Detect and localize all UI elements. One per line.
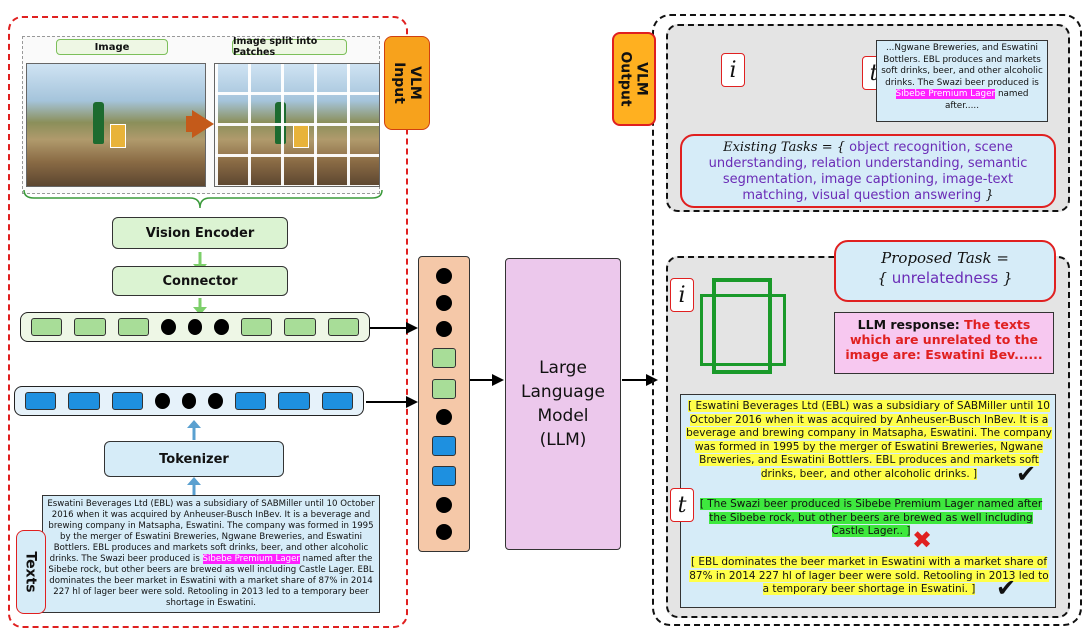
vlm-input-tag: VLM Input	[384, 36, 430, 130]
text-token	[321, 392, 353, 410]
patch-selection-box-2	[700, 294, 786, 366]
image-token	[117, 318, 149, 336]
patches-label: Image split into Patches	[232, 36, 347, 58]
check-mark-1: ✔	[1016, 460, 1037, 488]
segment-1: [ Eswatini Beverages Ltd (EBL) was a sub…	[686, 400, 1052, 481]
vlm-output-panel	[652, 14, 1082, 626]
text-token	[278, 392, 310, 410]
text-token-row	[14, 386, 364, 416]
vlm-input-panel	[8, 16, 408, 628]
existing-tasks-label: Existing Tasks = {	[723, 140, 845, 155]
stack-image-token	[432, 378, 456, 399]
bottle-icon	[93, 102, 104, 144]
segment-3: [ EBL dominates the beer market in Eswat…	[686, 556, 1052, 597]
proposed-i-label: i	[678, 282, 686, 308]
texts-tag-text: Texts	[23, 551, 39, 593]
stack-dot	[436, 523, 452, 540]
proposed-close: }	[1003, 269, 1013, 287]
stack-dot	[436, 294, 452, 311]
check-mark-2: ✔	[996, 574, 1017, 602]
existing-tasks-list: object recognition, scene understanding,…	[708, 140, 1028, 203]
proposed-task-box: Proposed Task = { unrelatedness }	[834, 240, 1056, 302]
llm-label: Large Language Model (LLM)	[521, 358, 605, 450]
output-text-after: named after.....	[945, 89, 1029, 111]
text-token	[111, 392, 143, 410]
existing-tasks-box: Existing Tasks = { object recognition, s…	[680, 134, 1056, 208]
output-text: ...Ngwane Breweries, and Eswatini Bottle…	[880, 43, 1044, 112]
text-token	[68, 392, 100, 410]
output-i-label: i	[729, 57, 737, 83]
proposed-t-badge: t	[670, 488, 694, 522]
proposed-task-value-row: { unrelatedness }	[836, 268, 1054, 288]
segment-2-text: [ The Swazi beer produced is Sibebe Prem…	[699, 498, 1043, 537]
text-token	[235, 392, 267, 410]
image-token	[31, 318, 63, 336]
input-text-after: named after the Sibebe rock, but other b…	[48, 554, 374, 608]
stack-dot	[436, 268, 452, 285]
segment-3-text: [ EBL dominates the beer market in Eswat…	[689, 556, 1049, 595]
proposed-open: {	[877, 269, 887, 287]
stack-dot	[436, 497, 452, 514]
arrow-shaft	[186, 116, 196, 132]
input-text: Eswatini Beverages Ltd (EBL) was a subsi…	[47, 499, 375, 609]
output-text-box: ...Ngwane Breweries, and Eswatini Bottle…	[876, 40, 1048, 122]
image-token	[327, 318, 359, 336]
segment-1-text: [ Eswatini Beverages Ltd (EBL) was a sub…	[686, 400, 1052, 480]
input-text-highlight: Sibebe Premium Lager	[202, 554, 300, 564]
ellipsis-dot	[214, 319, 229, 335]
proposed-task-label: Proposed Task =	[881, 249, 1009, 267]
ellipsis-dot	[160, 319, 176, 335]
ellipsis-dot	[181, 393, 197, 409]
llm-box: Large Language Model (LLM)	[505, 258, 621, 550]
llm-response-text: The texts which are unrelated to the ima…	[845, 317, 1043, 362]
existing-tasks-close: }	[985, 188, 994, 203]
ellipsis-dot	[208, 393, 223, 409]
patch-grid	[215, 64, 379, 186]
stack-image-token	[432, 348, 456, 369]
stack-dot	[436, 409, 452, 426]
input-image	[26, 63, 206, 187]
ellipsis-dot	[154, 393, 170, 409]
input-text-before: Eswatini Beverages Ltd (EBL) was a subsi…	[47, 499, 375, 564]
connector: Connector	[112, 266, 288, 296]
llm-response-box: LLM response: The texts which are unrela…	[834, 312, 1054, 374]
image-label: Image	[56, 39, 168, 55]
proposed-i-badge: i	[670, 278, 694, 312]
patched-image	[214, 63, 380, 187]
image-token	[74, 318, 106, 336]
output-t-label: t	[869, 60, 879, 86]
arrow-right-icon	[192, 110, 214, 138]
segment-2: [ The Swazi beer produced is Sibebe Prem…	[698, 498, 1044, 539]
image-token-row	[20, 312, 370, 342]
cross-mark: ✖	[912, 526, 933, 554]
stack-dot	[436, 321, 452, 338]
token-stack	[418, 256, 470, 552]
patch-selection-box	[712, 278, 772, 374]
vlm-output-tag: VLM Output	[612, 32, 656, 126]
llm-response-label: LLM response:	[857, 317, 960, 332]
ellipsis-dot	[187, 319, 203, 335]
vision-encoder: Vision Encoder	[112, 217, 288, 249]
text-token	[25, 392, 57, 410]
texts-tag: Texts	[16, 530, 46, 614]
stack-text-token	[432, 466, 456, 487]
proposed-task-value: unrelatedness	[891, 269, 999, 287]
output-text-highlight: Sibebe Premium Lager	[895, 89, 996, 99]
vlm-output-tag-text: VLM Output	[618, 51, 650, 107]
proposed-t-label: t	[677, 492, 687, 518]
input-text-box: Eswatini Beverages Ltd (EBL) was a subsi…	[42, 495, 380, 613]
glass-icon	[110, 124, 126, 148]
tokenizer: Tokenizer	[104, 441, 284, 477]
output-text-before: ...Ngwane Breweries, and Eswatini Bottle…	[881, 43, 1043, 88]
image-token	[241, 318, 273, 336]
output-i-badge: i	[721, 53, 745, 87]
stack-text-token	[432, 435, 456, 456]
image-token	[284, 318, 316, 336]
